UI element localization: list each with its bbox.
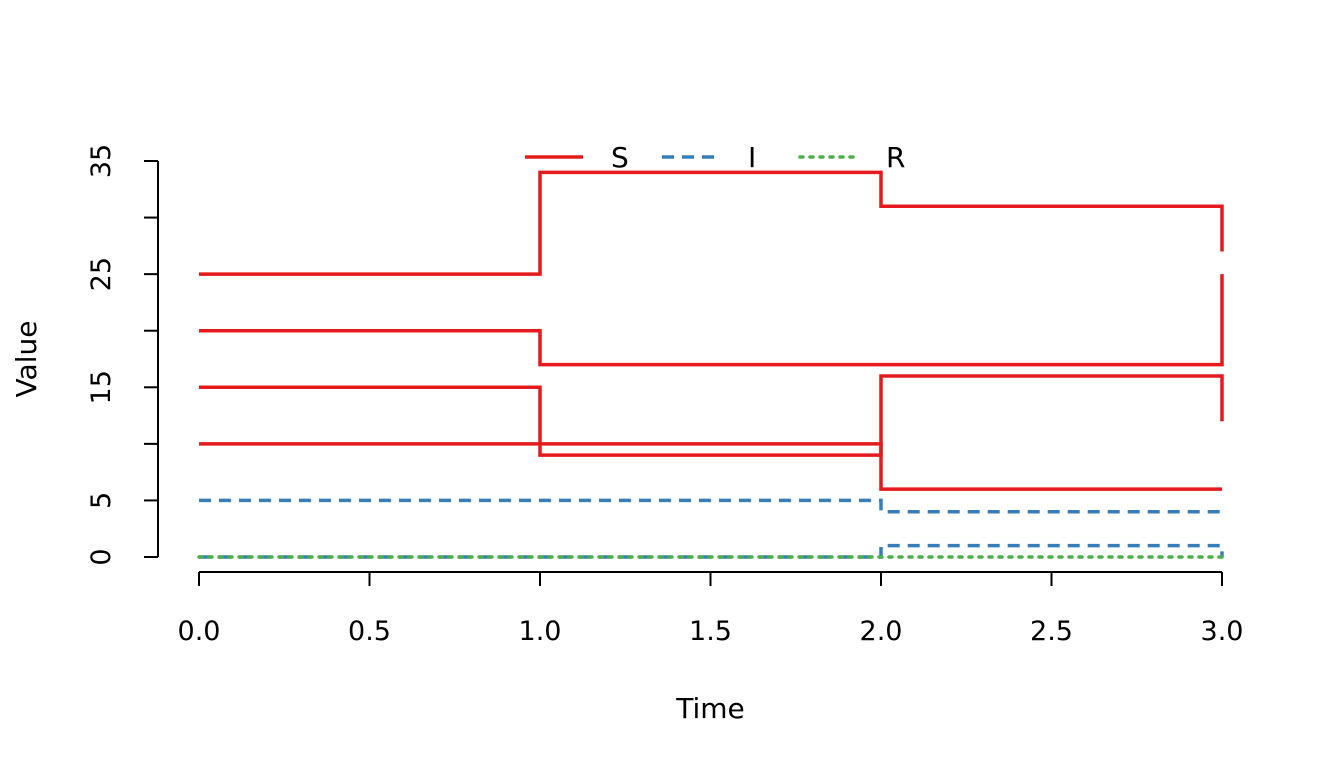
x-tick-label: 1.5 — [689, 616, 732, 647]
y-tick-label: 0 — [86, 548, 117, 565]
series-line-i-5 — [199, 498, 1222, 514]
x-tick-label: 2.5 — [1030, 616, 1073, 647]
y-tick-label: 35 — [86, 144, 117, 178]
axes — [157, 161, 1222, 573]
y-tick-label: 5 — [86, 492, 117, 509]
x-tick-label: 2.0 — [860, 616, 903, 647]
y-tick-label: 25 — [86, 257, 117, 291]
legend-label-r: R — [886, 141, 905, 174]
y-tick-label: 15 — [86, 370, 117, 404]
x-axis-title: Time — [675, 692, 745, 725]
legend-label-i: I — [748, 141, 756, 174]
x-tick-label: 1.0 — [519, 616, 562, 647]
ticks: 0.0 0.5 1.0 1.5 2.0 2.5 3.0 0 5 15 25 35 — [86, 144, 1243, 647]
series-group — [197, 170, 1224, 559]
legend-label-s: S — [611, 141, 629, 174]
series-line-s-1 — [199, 170, 1224, 276]
x-tick-label: 0.5 — [348, 616, 391, 647]
series-line-s-2 — [199, 274, 1224, 367]
x-tick-label: 3.0 — [1201, 616, 1244, 647]
y-axis-title: Value — [10, 321, 43, 398]
series-line-s-4 — [199, 442, 1222, 491]
x-tick-label: 0.0 — [178, 616, 221, 647]
